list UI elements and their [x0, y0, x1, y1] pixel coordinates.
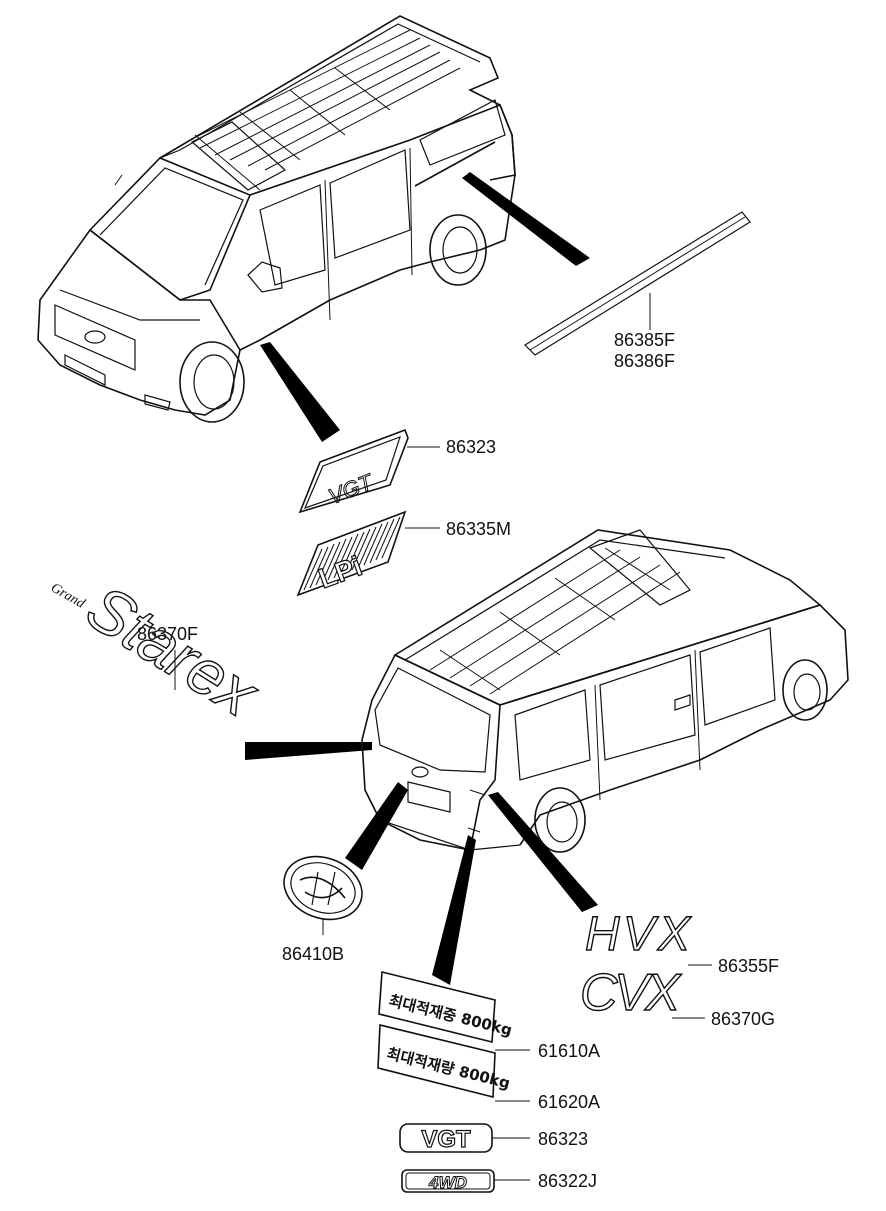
side-trim-strip [524, 211, 751, 356]
emblem-text: HVX [585, 908, 692, 961]
cvx-emblem: CVX [579, 963, 705, 1023]
callout-code: 86323 [446, 437, 496, 457]
lpi-emblem: LPi [296, 510, 440, 597]
van-front-view [37, 15, 516, 423]
emblem-text: CVX [580, 964, 682, 1022]
emblem-text: 4WD [428, 1173, 467, 1192]
callout-code: 86323 [538, 1129, 588, 1149]
leader-wedge [345, 782, 408, 870]
van-rear-view [361, 529, 849, 853]
leader-wedge [488, 792, 598, 912]
starex-emblem: Grand Starex [48, 570, 272, 732]
callout-code: 86370G [711, 1009, 775, 1029]
leader-wedge [245, 742, 372, 760]
emblem-text: VGT [325, 469, 378, 510]
callout-code: 86355F [718, 956, 779, 976]
load-label-1: 최대적재중 800kg [378, 970, 530, 1051]
callout-code: 86386F [614, 351, 675, 371]
callout-code: 61610A [538, 1041, 600, 1061]
callout-code: 86370F [137, 624, 198, 644]
callout-code: 86385F [614, 330, 675, 350]
hyundai-emblem [283, 855, 363, 935]
emblem-text: Grand [48, 580, 88, 612]
emblem-text: Starex [75, 571, 272, 731]
4wd-emblem: 4WD [401, 1169, 530, 1193]
hvx-emblem: HVX [584, 907, 712, 966]
callout-code: 61620A [538, 1092, 600, 1112]
callout-code: 86410B [282, 944, 344, 964]
leader-wedge [260, 342, 340, 442]
callout-code: 86335M [446, 519, 511, 539]
callout-code: 86322J [538, 1171, 597, 1191]
leader-wedge [462, 172, 590, 266]
vgt-rear-emblem: VGT [399, 1123, 530, 1154]
emblem-text: VGT [421, 1126, 471, 1153]
leader-wedge [432, 835, 476, 985]
vgt-side-emblem: VGT [298, 428, 440, 514]
